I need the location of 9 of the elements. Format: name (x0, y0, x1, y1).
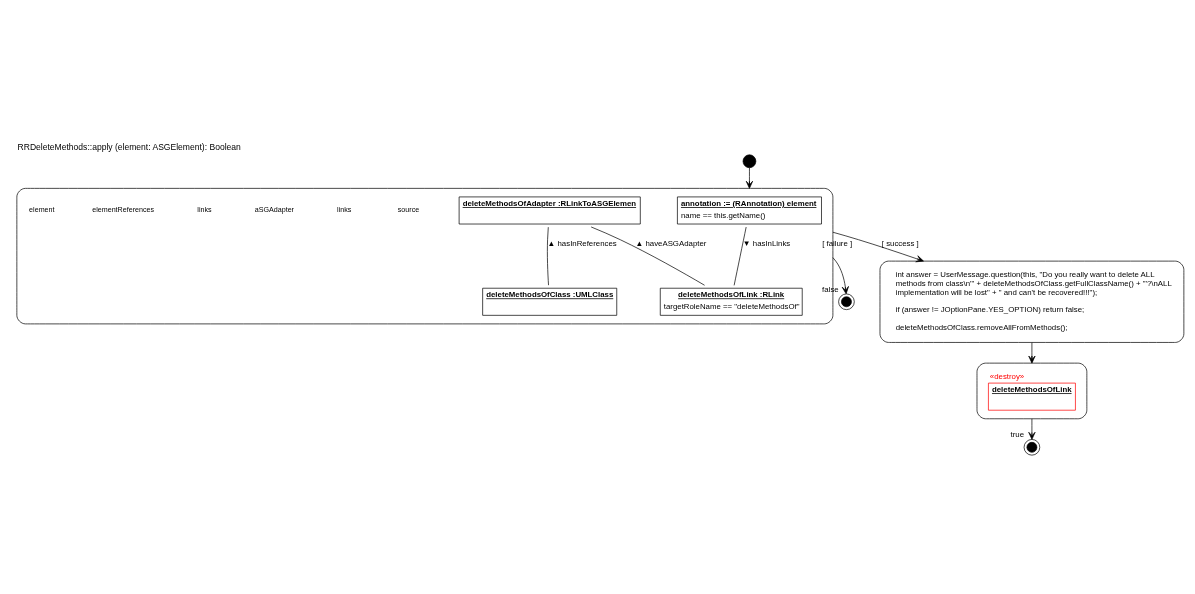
node-label: true (1010, 429, 1025, 439)
edge-label: ▲ haveASGAdapter (635, 238, 707, 248)
edge-label: [ success ] (881, 238, 919, 248)
node-label: false (822, 284, 839, 294)
node-label: «destroy» (989, 371, 1025, 381)
edge-label: ▼ hasInLinks (742, 238, 791, 248)
edge-label: [ failure ] (822, 238, 853, 248)
edge-label: ▲ hasInReferences (547, 238, 617, 248)
diagram-title: RRDeleteMethods::apply (element: ASGElement): Boolean (17, 141, 241, 152)
